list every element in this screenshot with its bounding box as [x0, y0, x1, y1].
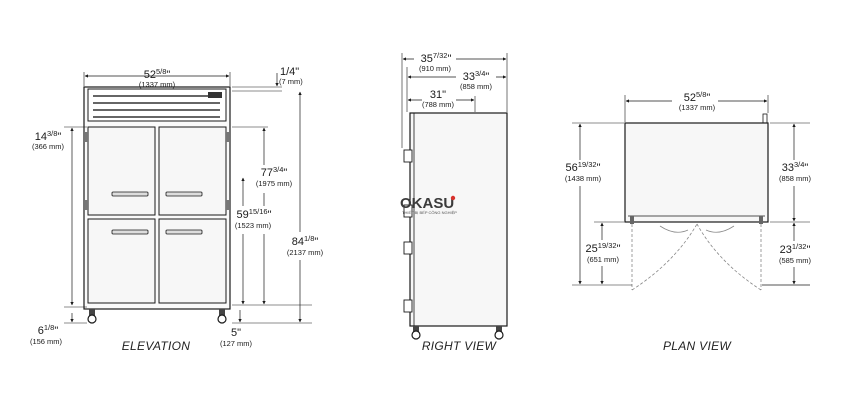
- body-depth-mm: (858 mm): [460, 82, 493, 91]
- inner-depth-mm: (788 mm): [422, 100, 455, 109]
- label-bg: [582, 240, 624, 266]
- door-top-mm: (366 mm): [32, 142, 65, 151]
- right-view-caption: RIGHT VIEW: [422, 339, 498, 353]
- plan-width-label: 525/8": [684, 90, 711, 104]
- label-bg: [562, 160, 604, 186]
- plan-width-mm: (1337 mm): [679, 103, 716, 112]
- okasu-watermark-logo: OKASU THIẾT BỊ BẾP CÔNG NGHIỆP: [400, 195, 457, 215]
- elevation-door-upper-left: [87, 126, 156, 216]
- plan-body-depth-mm: (858 mm): [779, 174, 812, 183]
- watermark-dot: [450, 195, 456, 201]
- leg-right-label: 5": [231, 327, 241, 339]
- watermark-tagline: THIẾT BỊ BẾP CÔNG NGHIỆP: [402, 210, 457, 215]
- label-bg: [776, 160, 816, 186]
- door-handle: [165, 191, 203, 197]
- top-gap-mm: (7 mm): [279, 77, 303, 86]
- plan-view: 525/8" (1337 mm) 5619/32" (1438 mm) 2519…: [562, 90, 818, 353]
- plan-hinge: [759, 216, 763, 224]
- elevation-width-mm: (1337 mm): [139, 80, 176, 89]
- door-swing-arc: [631, 223, 698, 291]
- side-handle: [403, 241, 413, 255]
- door-handle: [111, 229, 149, 235]
- door-swing-mm: (651 mm): [587, 255, 620, 264]
- right-view: 357/32" (910 mm) 333/4" (858 mm) 31" (78…: [401, 51, 508, 353]
- caster-stem: [219, 309, 225, 317]
- total-height-label: 841/8": [292, 234, 319, 248]
- body-depth-label: 333/4": [463, 69, 490, 83]
- plan-hinge: [630, 216, 634, 224]
- label-bg: [672, 90, 718, 112]
- hinge: [226, 132, 229, 142]
- total-depth-mm: (1438 mm): [565, 174, 602, 183]
- right-view-cabinet-outline: [409, 112, 508, 327]
- door-swing-right-mm: (585 mm): [779, 256, 812, 265]
- hinge: [226, 200, 229, 210]
- elevation-door-upper-right: [158, 126, 227, 216]
- label-bg: [774, 241, 818, 267]
- door-swing-right-label: 231/32": [780, 242, 811, 256]
- handle-arc: [659, 225, 689, 233]
- caster-stem: [496, 326, 502, 332]
- door-top-label: 143/8": [35, 129, 62, 143]
- label-bg: [456, 70, 496, 92]
- elevation-caption: ELEVATION: [122, 339, 191, 353]
- side-handle: [403, 299, 413, 313]
- caster-wheel: [411, 330, 421, 340]
- door-height-mm: (1975 mm): [256, 179, 293, 188]
- caster-stem: [89, 309, 95, 317]
- door-swing-label: 2519/32": [586, 241, 621, 255]
- caster-wheel: [217, 314, 227, 324]
- door-height-label: 773/4": [261, 165, 288, 179]
- inner-depth-label: 31": [430, 89, 446, 101]
- plan-body-depth-label: 333/4": [782, 160, 809, 174]
- half-height-label: 5915/16": [237, 207, 272, 221]
- elevation-view: 525/8" (1337 mm) 1/4" (7 mm) 143/8" (366…: [30, 66, 328, 353]
- label-bg: [233, 206, 275, 234]
- plan-view-caption: PLAN VIEW: [663, 339, 732, 353]
- hinge: [85, 132, 88, 142]
- half-height-mm: (1523 mm): [235, 221, 272, 230]
- watermark-brand: OKASU: [400, 195, 454, 212]
- controller-display: [208, 92, 222, 98]
- label-bg: [284, 232, 328, 260]
- elevation-top-grille: [87, 88, 227, 122]
- caster-wheel: [87, 314, 97, 324]
- caster-stem: [413, 326, 419, 332]
- door-handle: [165, 229, 203, 235]
- plan-top-fitting: [762, 113, 768, 124]
- handle-arc: [705, 225, 735, 233]
- elevation-width-label: 525/8": [144, 67, 171, 81]
- plan-cabinet-outline: [624, 122, 769, 223]
- door-swing-arc: [696, 223, 762, 291]
- total-depth-label: 5619/32": [566, 160, 601, 174]
- label-bg: [254, 165, 294, 193]
- overall-depth-mm: (910 mm): [419, 64, 452, 73]
- leg-right-mm: (127 mm): [220, 339, 253, 348]
- side-handle: [403, 149, 413, 163]
- leg-left-label: 61/8": [38, 323, 59, 337]
- hinge: [85, 200, 88, 210]
- overall-depth-label: 357/32": [421, 51, 452, 65]
- side-handle: [403, 204, 413, 218]
- leg-left-mm: (156 mm): [30, 337, 63, 346]
- label-bg: [422, 88, 456, 110]
- caster-wheel: [494, 330, 504, 340]
- door-handle: [111, 191, 149, 197]
- total-height-mm: (2137 mm): [287, 248, 324, 257]
- label-bg: [414, 52, 456, 74]
- top-gap-label: 1/4": [280, 66, 299, 78]
